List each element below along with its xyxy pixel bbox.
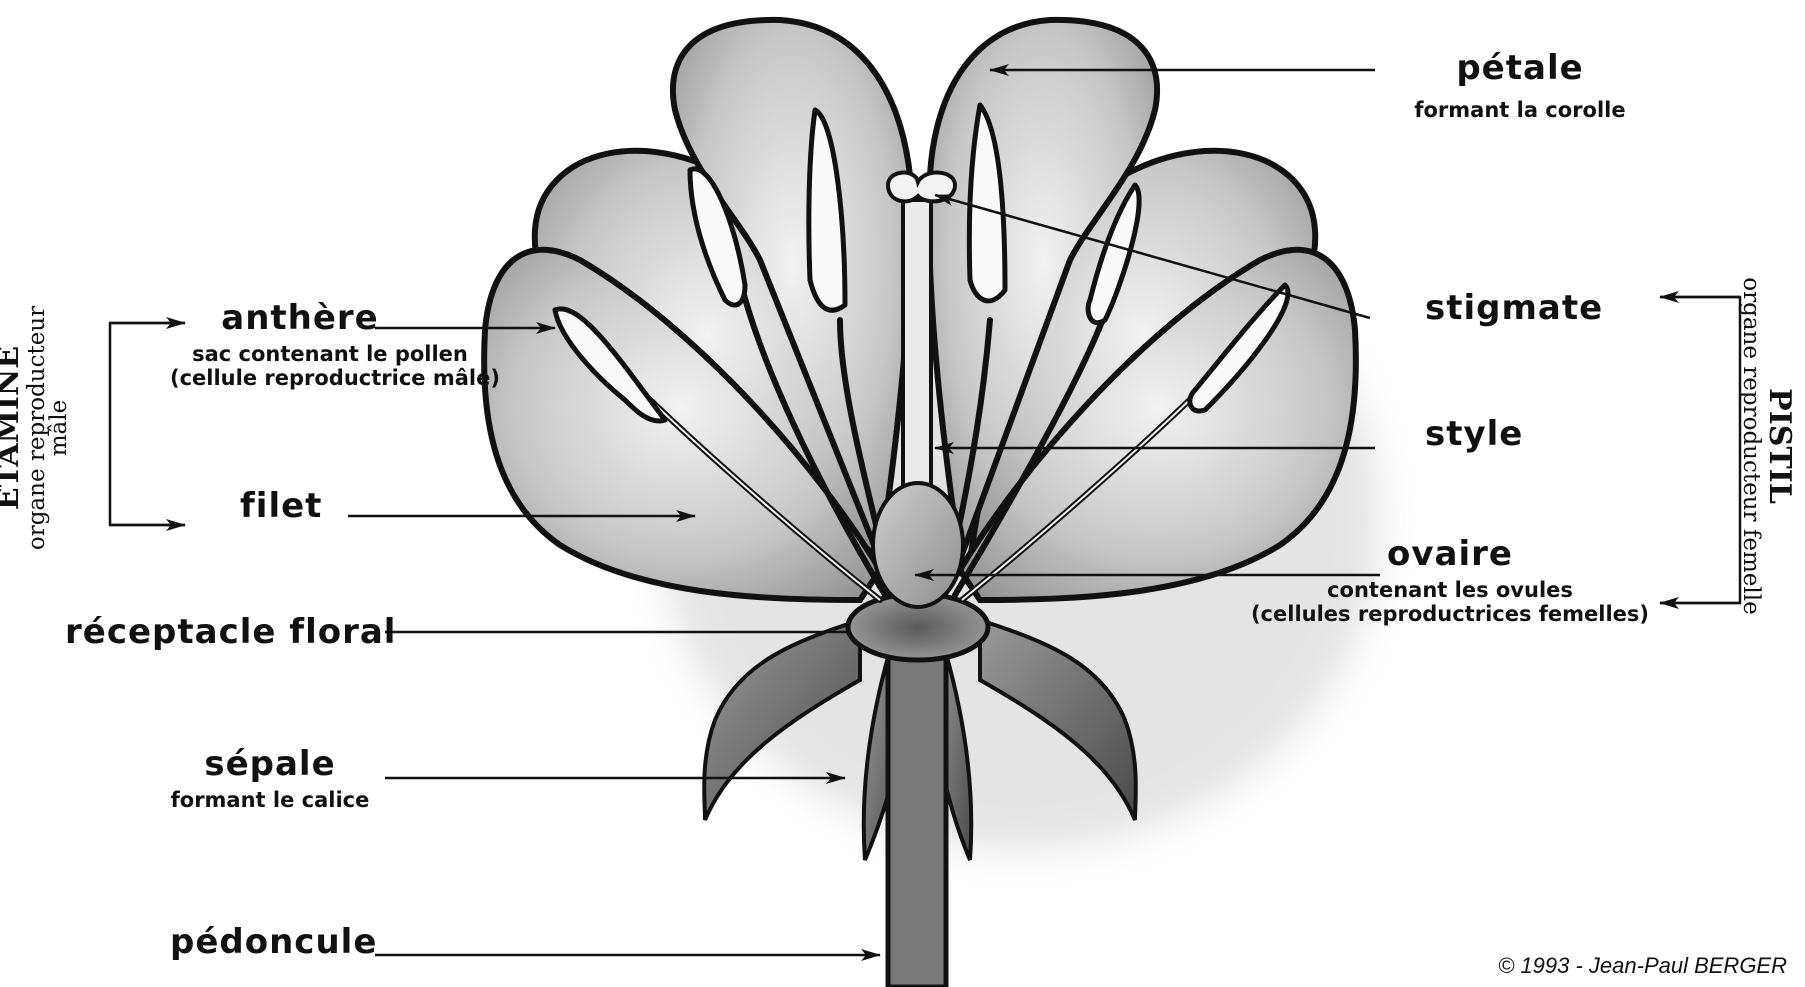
anthere-sublabel-2: (cellule reproductrice mâle) [170, 366, 490, 390]
pedoncule-label: pédoncule [170, 922, 377, 962]
anthere-sublabel-1: sac contenant le pollen [170, 342, 490, 366]
ovary [873, 483, 963, 607]
etamine-desc-2: mâle [48, 248, 70, 608]
petale-sublabel: formant la corolle [1390, 98, 1650, 122]
style [903, 200, 931, 490]
filet-label: filet [240, 486, 322, 526]
receptacle-label: réceptacle floral [65, 612, 396, 652]
petale-label: pétale [1390, 48, 1650, 88]
stigmate-label: stigmate [1425, 288, 1603, 328]
pistil-title: PISTIL [1762, 246, 1796, 646]
ovaire-label: ovaire [1250, 534, 1650, 574]
etamine-group-label: ETAMINE organe reproducteur mâle [0, 248, 88, 608]
anthere-label: anthère [110, 298, 490, 338]
sepale-label: sépale [140, 744, 400, 784]
petale-label-group: pétale formant la corolle [1390, 48, 1650, 122]
stem [888, 640, 946, 987]
pistil-group-label: PISTIL organe reproducteur femelle [1724, 246, 1796, 646]
style-label: style [1425, 414, 1523, 454]
sepale-sublabel: formant le calice [140, 788, 400, 812]
copyright-notice: © 1993 - Jean-Paul BERGER [1498, 953, 1787, 979]
pistil-desc: organe reproducteur femelle [1740, 246, 1762, 646]
anthere-label-group: anthère sac contenant le pollen (cellule… [170, 298, 490, 390]
ovaire-sublabel-2: (cellules reproductrices femelles) [1250, 602, 1650, 626]
ovaire-label-group: ovaire contenant les ovules (cellules re… [1250, 534, 1650, 626]
etamine-desc-1: organe reproducteur [26, 248, 48, 608]
etamine-title: ETAMINE [0, 248, 26, 608]
ovaire-sublabel-1: contenant les ovules [1250, 578, 1650, 602]
sepale-label-group: sépale formant le calice [140, 744, 400, 812]
